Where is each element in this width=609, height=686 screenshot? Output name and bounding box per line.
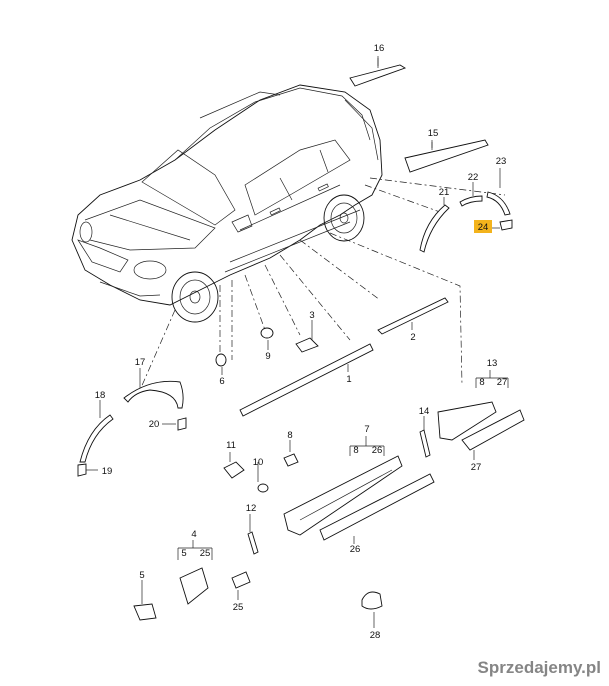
label-18: 18: [95, 390, 106, 401]
part-27-panel: [461, 409, 525, 451]
label-9: 9: [265, 351, 270, 362]
part-11-clip: [223, 461, 245, 479]
label-7b: 26: [372, 445, 383, 456]
part-10-screw: [257, 483, 269, 493]
part-25-clip: [231, 571, 251, 589]
part-24-clip: [499, 219, 513, 231]
part-4-bracket: [179, 567, 209, 605]
label-4b: 25: [200, 548, 211, 559]
part-16-trim: [349, 64, 407, 87]
part-13-sill: [437, 401, 497, 441]
label-22: 22: [468, 172, 479, 183]
part-28-clip: [361, 591, 383, 610]
label-5: 5: [139, 570, 144, 581]
part-15-trim: [404, 139, 489, 173]
label-13: 13: [487, 358, 498, 369]
leader-lines: [86, 56, 509, 628]
label-13b: 27: [497, 377, 508, 388]
label-25: 25: [233, 602, 244, 613]
part-labels: 16 15 23 22 21 24 2 3 9 1 6 17 18 20 19 …: [95, 43, 508, 641]
label-24: 24: [478, 222, 489, 233]
label-12: 12: [246, 503, 257, 514]
label-7a: 8: [353, 445, 358, 456]
label-27: 27: [471, 462, 482, 473]
label-1: 1: [346, 374, 351, 385]
label-4a: 5: [181, 548, 186, 559]
label-20: 20: [149, 419, 160, 430]
part-7-sill: [283, 455, 403, 536]
label-14: 14: [419, 406, 430, 417]
label-4: 4: [191, 529, 196, 540]
part-17-arch: [123, 380, 184, 409]
part-23-arch: [486, 191, 511, 216]
label-10: 10: [253, 457, 264, 468]
part-26-panel: [319, 473, 435, 541]
label-2: 2: [410, 332, 415, 343]
part-14-trim: [419, 429, 431, 458]
part-1-strip: [239, 343, 374, 417]
label-13a: 8: [479, 377, 484, 388]
label-15: 15: [428, 128, 439, 139]
part-12-strip: [247, 531, 259, 555]
part-18-arch: [79, 414, 114, 463]
label-19: 19: [102, 466, 113, 477]
part-20-clip: [177, 417, 187, 431]
highlight-box: [474, 220, 492, 233]
label-23: 23: [496, 156, 507, 167]
label-6: 6: [219, 376, 224, 387]
part-8-clip: [283, 453, 299, 467]
label-8: 8: [287, 430, 292, 441]
part-19-clip: [77, 463, 87, 477]
part-21-arch: [419, 204, 450, 253]
label-3: 3: [309, 310, 314, 321]
part-9-clip: [260, 327, 274, 339]
label-16: 16: [374, 43, 385, 54]
watermark: Sprzedajemy.pl: [477, 658, 601, 677]
part-6-clip: [215, 353, 227, 367]
part-3-clip: [295, 337, 319, 353]
car-illustration: [71, 84, 383, 323]
part-22-clip: [459, 195, 483, 207]
label-17: 17: [135, 357, 146, 368]
label-7: 7: [364, 424, 369, 435]
part-5-clip: [133, 603, 157, 621]
label-11: 11: [226, 440, 236, 451]
label-28: 28: [370, 630, 381, 641]
part-2-strip: [377, 297, 449, 335]
label-26: 26: [350, 544, 361, 555]
label-21: 21: [439, 187, 450, 198]
dash-leaders: [139, 177, 506, 391]
